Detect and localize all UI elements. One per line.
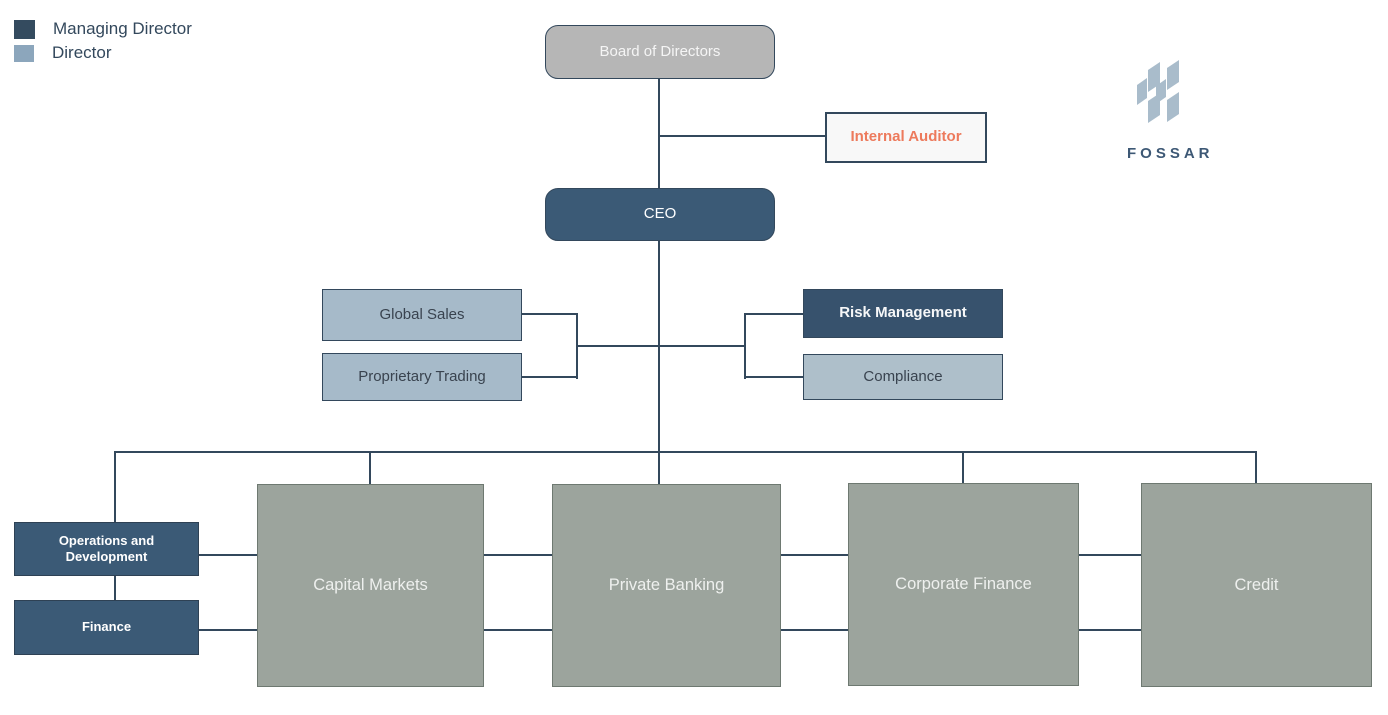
node-compliance: Compliance	[803, 354, 1003, 400]
connector-board-ceo	[658, 79, 660, 188]
legend-item-managing-director: Managing Director	[14, 19, 192, 39]
node-risk-management: Risk Management	[803, 289, 1003, 338]
legend-swatch-managing-director	[14, 19, 35, 39]
node-label: Capital Markets	[313, 576, 428, 595]
node-proprietary-trading: Proprietary Trading	[322, 353, 522, 401]
node-label: Finance	[81, 619, 132, 635]
node-ceo: CEO	[545, 188, 775, 241]
connector-prop-trading	[522, 376, 578, 378]
node-label: Global Sales	[379, 305, 465, 323]
legend-swatch-director	[14, 44, 34, 62]
legend-label: Managing Director	[53, 19, 192, 38]
node-private-banking: Private Banking	[552, 484, 781, 687]
node-label: Internal Auditor	[850, 128, 962, 146]
node-credit: Credit	[1141, 483, 1372, 687]
connector-drop-operations	[114, 451, 116, 522]
node-label: Credit	[1234, 575, 1279, 594]
fossar-logo: FOSSAR	[1127, 52, 1213, 162]
connector-ceo-trunk	[658, 241, 660, 484]
node-label: Risk Management	[839, 304, 967, 322]
node-global-sales: Global Sales	[322, 289, 522, 341]
node-label: Board of Directors	[599, 42, 721, 60]
connector-main-horizontal	[114, 451, 1257, 453]
connector-drop-corporate	[962, 451, 964, 483]
legend: Managing Director Director	[14, 19, 192, 67]
node-label: Compliance	[863, 367, 943, 385]
connector-right-bracket	[744, 313, 746, 379]
node-internal-auditor: Internal Auditor	[825, 112, 987, 163]
node-label: Operations and Development	[58, 532, 155, 564]
legend-item-director: Director	[14, 43, 192, 63]
legend-label: Director	[52, 43, 112, 62]
node-finance: Finance	[14, 600, 199, 655]
node-board-of-directors: Board of Directors	[545, 25, 775, 79]
node-capital-markets: Capital Markets	[257, 484, 484, 687]
connector-ops-finance	[114, 576, 116, 600]
connector-drop-capital	[369, 451, 371, 484]
node-label: Private Banking	[608, 576, 725, 595]
node-label: Corporate Finance	[895, 575, 1032, 594]
connector-auditor-branch	[658, 135, 826, 137]
connector-mid-cross	[576, 345, 746, 347]
connector-drop-credit	[1255, 451, 1257, 483]
node-label: CEO	[643, 205, 677, 223]
node-corporate-finance: Corporate Finance	[848, 483, 1079, 686]
node-operations-and-development: Operations and Development	[14, 522, 199, 576]
connector-risk	[746, 313, 803, 315]
connector-left-bracket	[576, 313, 578, 379]
connector-global-sales	[522, 313, 578, 315]
fossar-logo-icon	[1137, 60, 1179, 123]
fossar-logo-text: FOSSAR	[1127, 145, 1214, 162]
node-label: Proprietary Trading	[358, 367, 486, 385]
connector-compliance	[746, 376, 803, 378]
